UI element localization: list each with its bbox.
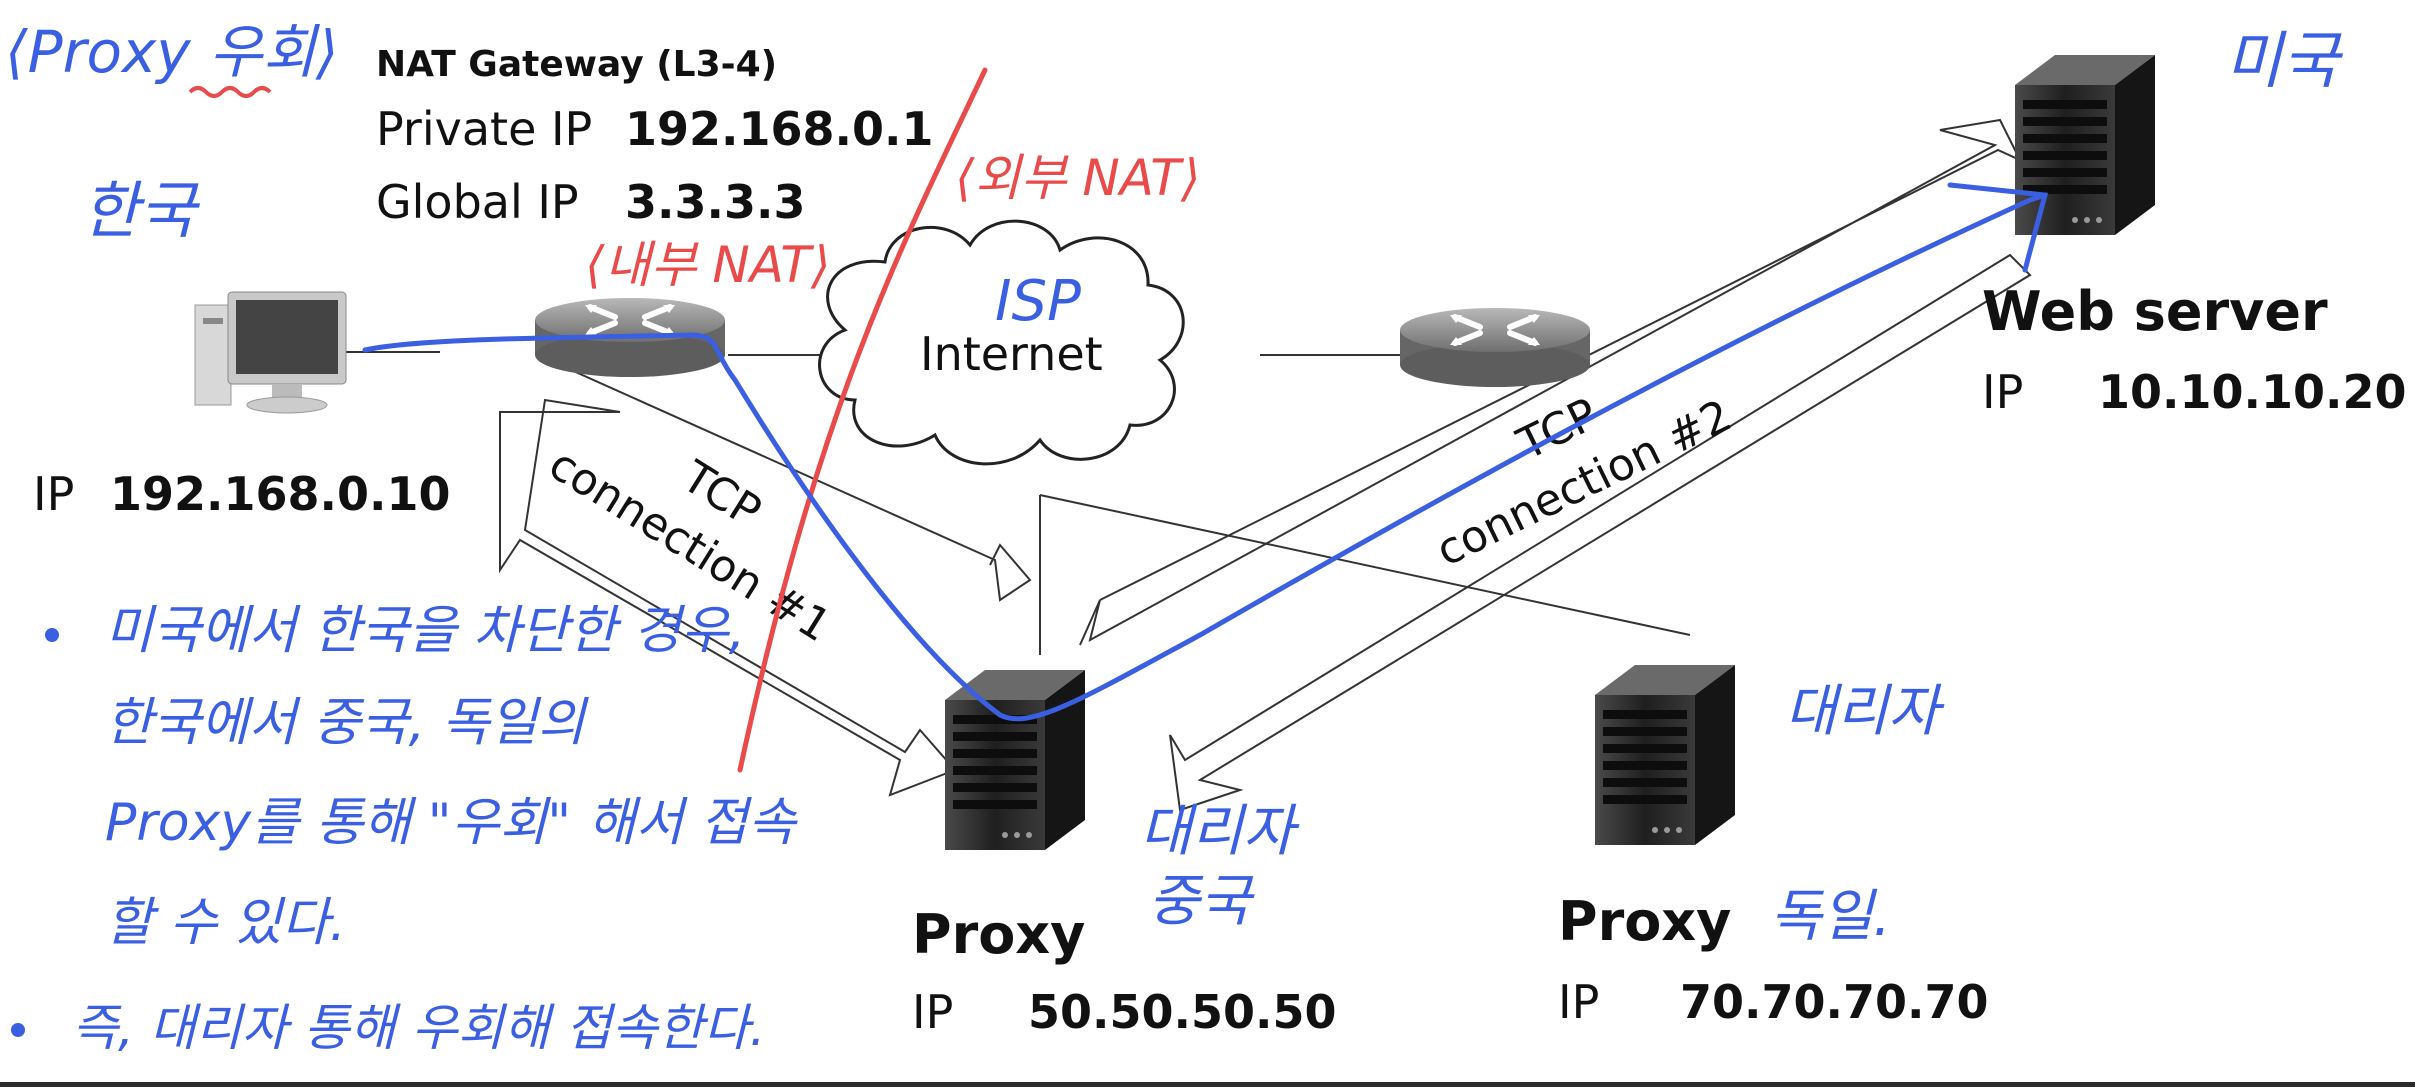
internet-cloud: [818, 219, 1185, 466]
internet-label: Internet: [920, 327, 1103, 381]
proxy-china-ip: 50.50.50.50: [1028, 985, 1336, 1039]
china-note: 중국: [1148, 869, 1256, 934]
arrow-proxy-to-web: [1079, 118, 2023, 646]
route-arrowhead: [1947, 182, 2049, 273]
usa-note: 미국: [2225, 24, 2344, 97]
handwritten-title: ⟨Proxy 우회⟩: [5, 18, 338, 86]
proxy-route-path: [362, 192, 2048, 722]
note1-line4: 할 수 있다.: [105, 893, 346, 953]
korea-note: 한국: [82, 174, 201, 247]
external-nat-note: ⟨외부 NAT⟩: [955, 149, 1200, 207]
agent-china-note: 대리자: [1140, 799, 1300, 864]
bullet-2: [11, 1023, 25, 1037]
client-pc: [194, 291, 347, 414]
arrow-router-to-proxy: [559, 364, 1032, 602]
proxy-germany-ip-label: IP: [1558, 975, 1599, 1029]
agent-germany-note: 대리자: [1785, 679, 1945, 744]
proxy-china-ip-label: IP: [912, 985, 953, 1039]
arrow-web-to-proxy: [1169, 253, 2032, 812]
nat-gateway-title: NAT Gateway (L3-4): [376, 44, 777, 85]
nat-private-ip-label: Private IP: [376, 102, 592, 156]
note1-line2: 한국에서 중국, 독일의: [105, 693, 589, 753]
tcp-arrows: [499, 118, 2032, 812]
isp-router: [1400, 308, 1590, 387]
web-server-name: Web server: [1982, 280, 2328, 343]
nat-global-ip: 3.3.3.3: [625, 175, 805, 229]
proxy-china-name: Proxy: [912, 903, 1085, 966]
bottom-border: [0, 1082, 2415, 1087]
client-ip: 192.168.0.10: [110, 467, 451, 521]
note1-line3: Proxy를 통해 "우회" 해서 접속: [105, 793, 799, 853]
nat-global-ip-label: Global IP: [376, 175, 579, 229]
isp-note: ISP: [995, 269, 1081, 334]
note2: 즉, 대리자 통해 우회해 접속한다.: [72, 999, 765, 1057]
web-server-ip-label: IP: [1982, 365, 2023, 419]
web-server-ip: 10.10.10.20: [2098, 365, 2406, 419]
internal-nat-note: ⟨내부 NAT⟩: [585, 236, 830, 294]
proxy-germany-server-icon: [1595, 665, 1735, 845]
web-server-icon: [2015, 55, 2155, 235]
bullet-1: [45, 628, 59, 642]
proxy-china-server-icon: [945, 670, 1085, 850]
proxy-germany-name: Proxy: [1558, 890, 1731, 953]
network-links: [345, 351, 1691, 655]
client-ip-label: IP: [33, 467, 74, 521]
note1-line1: 미국에서 한국을 차단한 경우,: [105, 601, 745, 661]
arrow-client-to-proxy: [499, 398, 957, 797]
nat-private-ip: 192.168.0.1: [625, 102, 933, 156]
germany-note: 독일.: [1770, 884, 1891, 949]
proxy-germany-ip: 70.70.70.70: [1680, 975, 1988, 1029]
nat-boundary-line: [737, 67, 988, 773]
title-underline-squiggle: [188, 86, 272, 98]
